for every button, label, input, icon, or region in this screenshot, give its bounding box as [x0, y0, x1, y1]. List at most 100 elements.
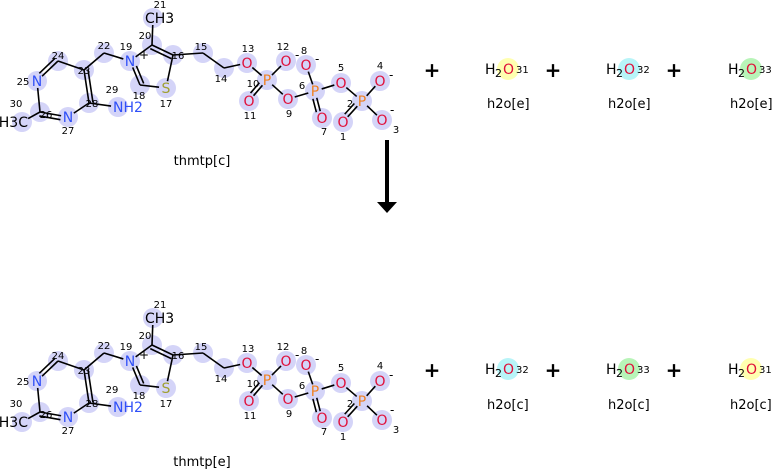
atom-number: 28 — [86, 399, 99, 410]
bond — [271, 65, 282, 76]
bond — [345, 386, 358, 398]
water-formula-h: H — [728, 62, 739, 78]
bond — [151, 344, 174, 356]
atom-o: O — [282, 92, 293, 108]
bond — [41, 60, 59, 77]
atom-o: O — [374, 374, 385, 390]
atom-number: 24 — [52, 351, 65, 362]
atom-n: N — [32, 374, 42, 390]
atom-number: 16 — [172, 51, 185, 62]
water-formula-o: O — [746, 62, 757, 78]
charge-label: + — [139, 48, 149, 62]
atom-number: 32 — [637, 65, 650, 76]
plus-sign: + — [424, 358, 441, 382]
water-formula-h: H — [606, 362, 617, 378]
atom-number: 28 — [86, 99, 99, 110]
atom-number: 26 — [40, 410, 53, 421]
atom-number: 11 — [244, 111, 257, 122]
atom-number: 14 — [215, 374, 228, 385]
bonds — [27, 24, 378, 121]
atom-number: 7 — [321, 427, 327, 438]
bond — [294, 392, 309, 398]
atom-n: N — [125, 354, 135, 370]
bond — [39, 415, 61, 421]
water-formula-h: H — [728, 362, 739, 378]
bond — [251, 66, 263, 77]
atom-ch3: CH3 — [145, 311, 174, 327]
atom-o: O — [300, 358, 311, 374]
atom-n: N — [63, 110, 73, 126]
bond — [223, 363, 241, 369]
bond — [83, 352, 105, 371]
atom-number: 30 — [10, 399, 23, 410]
atom-highlight — [143, 8, 163, 28]
atom-highlight — [120, 51, 140, 71]
bond — [135, 365, 145, 384]
atom-number: 11 — [244, 411, 257, 422]
atom-number: 3 — [393, 125, 399, 136]
bond — [366, 385, 376, 397]
charge-label: - — [389, 68, 393, 82]
water-formula-o: O — [624, 62, 635, 78]
bond — [366, 405, 378, 416]
bond — [294, 92, 309, 98]
atom-highlight — [58, 407, 78, 427]
atom-number: 4 — [377, 361, 383, 372]
charge-label: - — [315, 52, 319, 66]
atom-number: 2 — [347, 99, 353, 110]
atom-number: 25 — [17, 377, 30, 388]
atom-o: O — [280, 54, 291, 70]
water-formula-o: O — [624, 362, 635, 378]
water-name: h2o[c] — [730, 398, 772, 413]
bond — [87, 369, 94, 403]
atom-number: 3 — [393, 425, 399, 436]
bond — [135, 44, 153, 58]
bond — [366, 85, 376, 97]
bond — [312, 398, 318, 413]
atom-highlight — [12, 412, 32, 432]
bond — [347, 105, 358, 118]
atom-number: 13 — [242, 344, 255, 355]
bond — [131, 67, 141, 86]
bond — [73, 102, 90, 114]
atom-highlight — [108, 97, 128, 117]
bond — [344, 102, 355, 115]
atom-highlight — [58, 107, 78, 127]
atom-h3c: H3C — [0, 115, 28, 131]
atom-number: 14 — [215, 74, 228, 85]
atom-number: 9 — [286, 409, 292, 420]
atom-number: 29 — [106, 85, 119, 96]
bond — [344, 402, 355, 415]
atom-highlight — [312, 108, 332, 128]
water-name: h2o[e] — [608, 97, 651, 112]
water-formula-sub: 2 — [495, 367, 502, 380]
atom-number: 32 — [516, 365, 529, 376]
atom-p: P — [358, 394, 366, 410]
atom-o: O — [376, 113, 387, 129]
bond — [139, 84, 160, 88]
atom-number: 33 — [637, 365, 650, 376]
atom-n: N — [125, 54, 135, 70]
product-name-thmtp: thmtp[e] — [173, 455, 231, 470]
bond — [57, 60, 85, 71]
water-formula-o: O — [503, 62, 514, 78]
plus-sign: + — [666, 358, 683, 382]
atom-n: N — [63, 410, 73, 426]
bond — [321, 84, 335, 90]
water-name: h2o[c] — [608, 398, 650, 413]
atom-number: 6 — [299, 81, 305, 92]
bond — [312, 98, 318, 113]
atom-s: S — [162, 381, 171, 397]
bond — [249, 82, 261, 94]
bond — [38, 57, 56, 74]
bonds — [27, 324, 378, 421]
bond — [151, 44, 174, 56]
charge-label: - — [295, 348, 299, 362]
bond — [88, 402, 112, 407]
water-formula-h: H — [485, 362, 496, 378]
